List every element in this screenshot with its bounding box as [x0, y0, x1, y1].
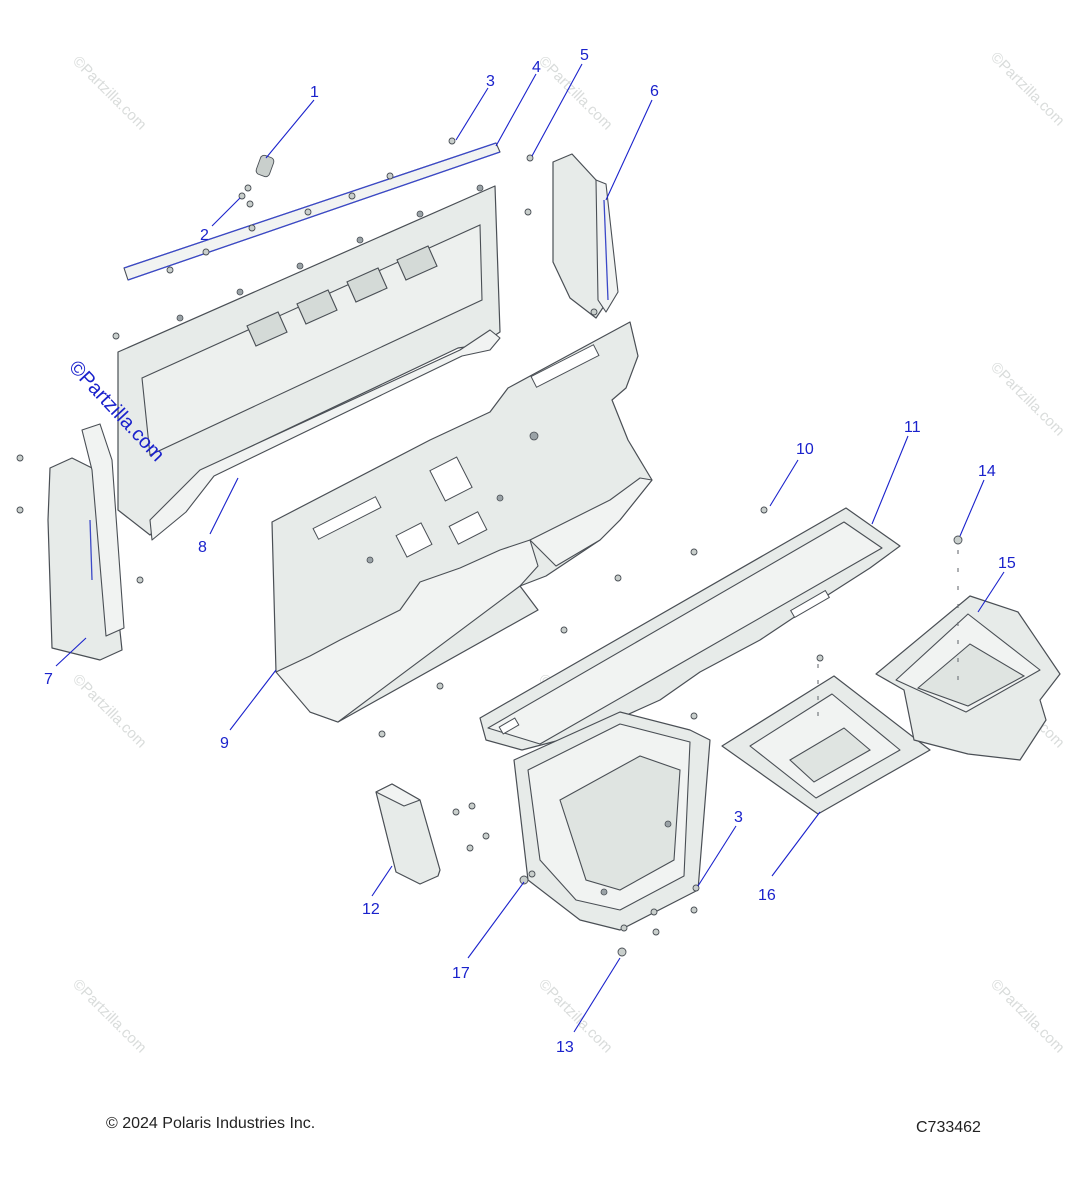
watermark-faded: ©Partzilla.com	[987, 359, 1066, 440]
callout-3[interactable]: 3	[486, 73, 495, 90]
fasteners-group	[16, 137, 963, 957]
callout-16[interactable]: 16	[758, 887, 776, 904]
storage-bin-part	[513, 711, 711, 931]
callout-12[interactable]: 12	[362, 901, 380, 918]
callout-2[interactable]: 2	[200, 227, 209, 244]
watermark-faded: ©Partzilla.com	[535, 53, 616, 134]
callout-8[interactable]: 8	[198, 539, 207, 556]
watermark-faded: ©Partzilla.com	[69, 976, 150, 1057]
watermark-faded: ©Partzilla.com	[69, 53, 150, 134]
left-side-trim-part	[47, 423, 125, 661]
right-side-trim-part	[552, 153, 619, 319]
callout-11[interactable]: 11	[904, 419, 921, 436]
watermark-faded: ©Partzilla.com	[69, 671, 150, 752]
watermark-faded: ©Partzilla.com	[535, 976, 616, 1057]
callout-7[interactable]: 7	[44, 671, 53, 688]
callout-5[interactable]: 5	[580, 47, 589, 64]
back-panel-part	[117, 184, 501, 541]
callout-15[interactable]: 15	[998, 555, 1016, 572]
trim-strip-part	[123, 142, 501, 281]
callout-3-lower[interactable]: 3	[734, 809, 743, 826]
callout-labels: 1 2 3 4 5 6 7 8 9 10 11 12 13 14 15 16 1…	[44, 47, 1016, 1056]
callout-14[interactable]: 14	[978, 463, 996, 480]
watermark-faded: ©Partzilla.com	[987, 49, 1066, 130]
callout-1[interactable]: 1	[310, 84, 319, 101]
callout-10[interactable]: 10	[796, 441, 814, 458]
callout-13[interactable]: 13	[556, 1039, 574, 1056]
bulkhead-panel-part	[271, 321, 653, 723]
callout-6[interactable]: 6	[650, 83, 659, 100]
drawing-number: C733462	[916, 1119, 981, 1136]
storage-tub-part	[875, 595, 1061, 761]
watermark-faded: ©Partzilla.com	[987, 976, 1066, 1057]
plug-part-1	[255, 154, 275, 178]
callout-4[interactable]: 4	[532, 59, 541, 76]
leader-lines	[55, 63, 1005, 1033]
floor-rail-part	[479, 507, 901, 751]
copyright-text: © 2024 Polaris Industries Inc.	[106, 1115, 316, 1132]
callout-9[interactable]: 9	[220, 735, 229, 752]
trim-pad-part	[375, 783, 441, 885]
callout-17[interactable]: 17	[452, 965, 470, 982]
floor-tray-part	[721, 675, 931, 815]
